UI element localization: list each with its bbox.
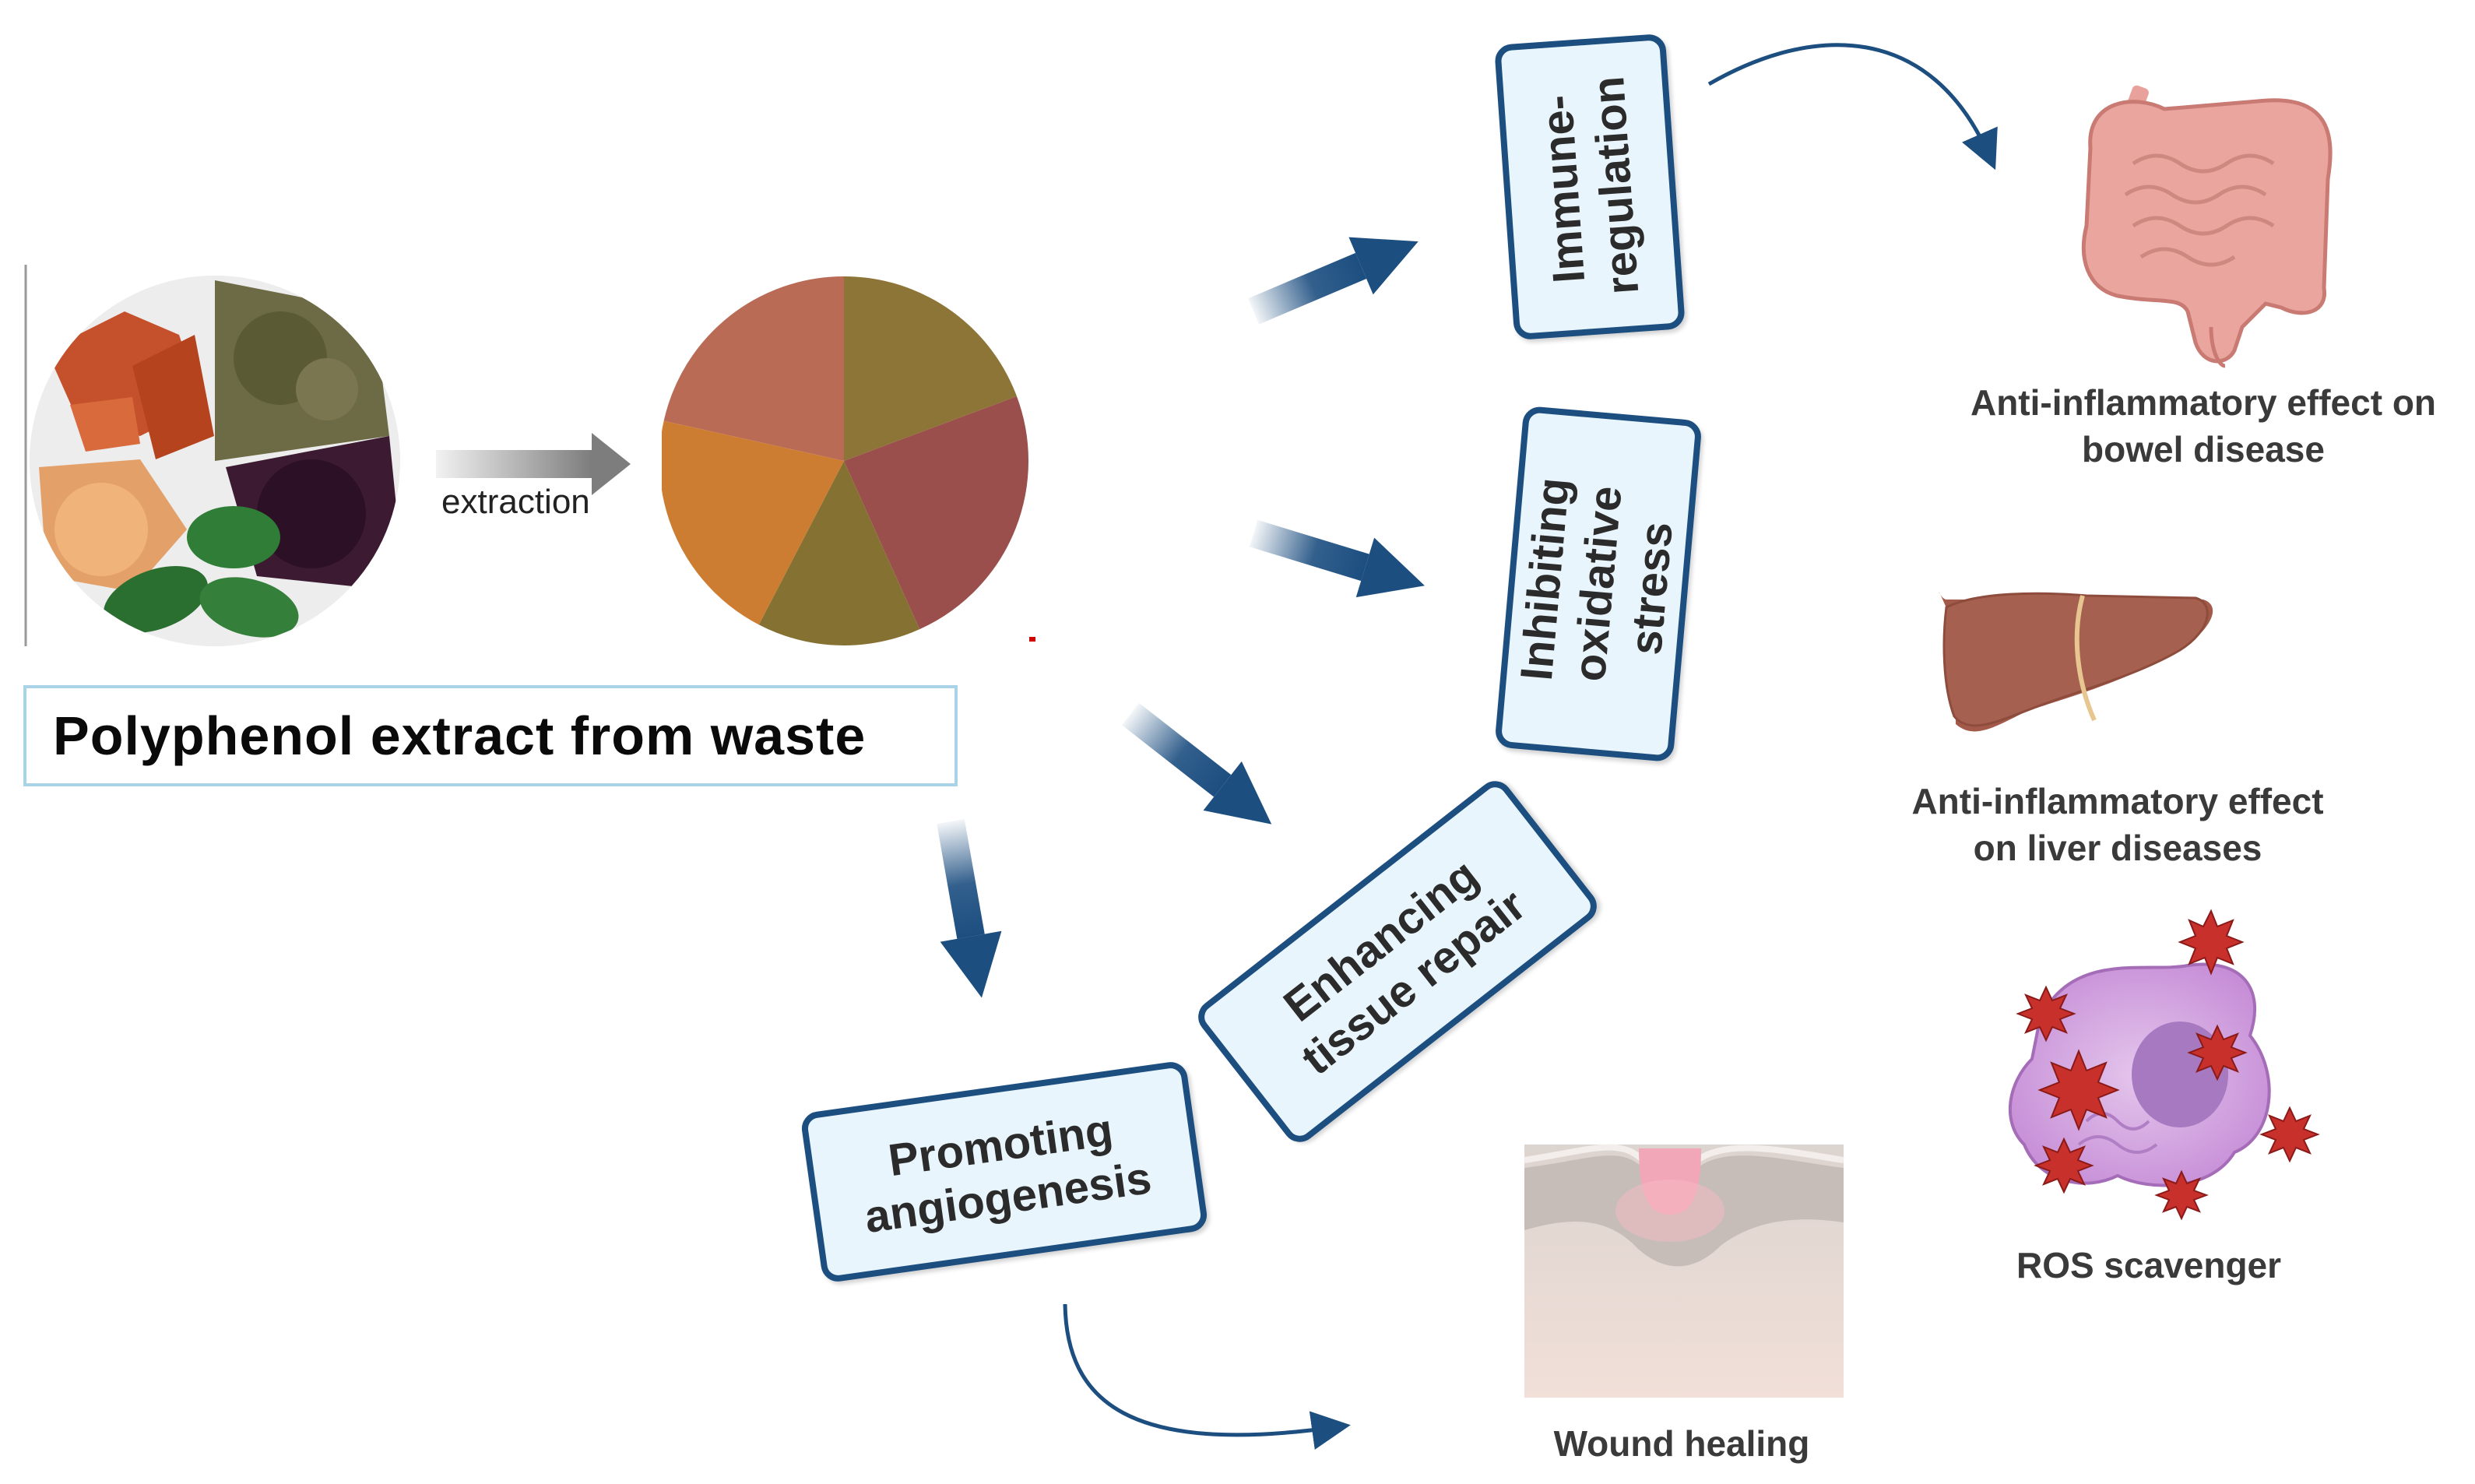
angiogenesis-label: Promoting angiogenesis (861, 1104, 1155, 1243)
box-immune-regulation: Immune- regulation (1494, 33, 1686, 341)
outcome-ros-label: ROS scavenger (2016, 1245, 2282, 1285)
wound-image (1524, 1144, 1844, 1398)
extraction-arrow (436, 433, 631, 495)
stray-mark (1029, 637, 1035, 642)
oxidative-stress-label: Inhibiting oxidative stress (1510, 476, 1682, 684)
ros-particles (2016, 909, 2320, 1221)
extraction-label: extraction (441, 483, 590, 521)
arrow-to-tissue (1121, 702, 1272, 825)
outcome-liver-label: Anti-inflammatory effect on liver diseas… (1911, 781, 2324, 868)
box-inhibiting-oxidative-stress: Inhibiting oxidative stress (1494, 405, 1703, 763)
arrow-to-oxidative (1249, 519, 1425, 598)
title-box: Polyphenol extract from waste (23, 685, 958, 786)
extract-powders-image (658, 275, 1030, 647)
title-label: Polyphenol extract from waste (53, 705, 867, 766)
arrow-to-angio (937, 818, 1002, 998)
outcome-bowel-label: Anti-inflammatory effect on bowel diseas… (1970, 382, 2437, 469)
immune-regulation-label: Immune- regulation (1531, 74, 1649, 296)
arrow-to-immune (1247, 237, 1419, 325)
liver-image (1939, 592, 2213, 732)
outcome-wound-label: Wound healing (1553, 1423, 1810, 1464)
intestine-image (2081, 85, 2333, 368)
curve-arrow-to-wound (1063, 1303, 1351, 1450)
raw-materials-image (30, 276, 400, 646)
curve-arrow-to-bowel (1707, 43, 1998, 171)
